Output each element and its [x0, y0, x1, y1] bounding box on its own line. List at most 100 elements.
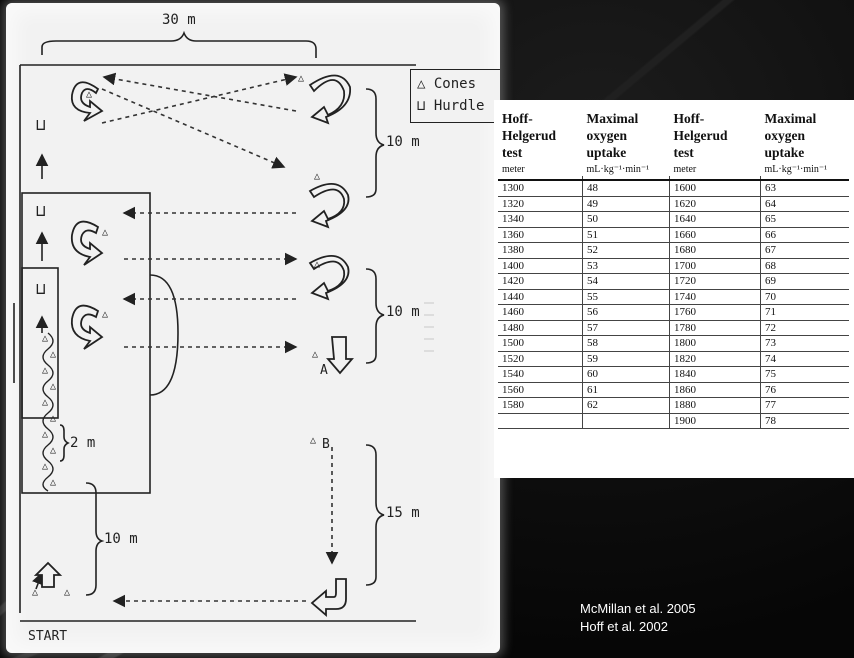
- table-cell: 1320: [498, 196, 583, 212]
- segment-10m-top-label: 10 m: [386, 134, 420, 150]
- column-header-unit: mL·kg⁻¹·min⁻¹: [764, 164, 828, 175]
- table-cell: 64: [760, 196, 849, 212]
- table-cell: 70: [760, 289, 849, 305]
- width-label: 30 m: [162, 12, 196, 28]
- start-label: START: [28, 629, 68, 644]
- cone-icon: △: [298, 73, 305, 84]
- legend-hurdle-label: Hurdle: [433, 98, 485, 114]
- table-cell: 63: [760, 180, 849, 197]
- column-header-unit: meter: [502, 164, 525, 175]
- cone-legend-icon: △: [417, 76, 426, 92]
- table-cell: 1860: [669, 382, 761, 398]
- table-cell: 1640: [669, 211, 761, 228]
- turn-arrow-right-2: [308, 183, 350, 229]
- cone-icon: △: [310, 435, 317, 446]
- turn-arrow-bottom: [310, 578, 347, 617]
- table-cell: 77: [760, 397, 849, 414]
- cone-icon: △: [32, 587, 39, 598]
- slalom-cone-icon: △: [50, 381, 57, 392]
- table-cell: 73: [760, 335, 849, 352]
- segment-15m-label: 15 m: [386, 505, 420, 521]
- references: McMillan et al. 2005 Hoff et al. 2002: [580, 600, 696, 636]
- table-cell: 1760: [669, 304, 761, 321]
- table-cell: 1680: [669, 242, 761, 259]
- column-header-unit: mL·kg⁻¹·min⁻¹: [586, 164, 650, 175]
- turn-curve: [149, 274, 179, 396]
- table-cell: 1700: [669, 258, 761, 274]
- table-cell: 68: [760, 258, 849, 274]
- hurdle-legend-icon: ⊔: [417, 98, 426, 114]
- slalom-cone-icon: △: [50, 445, 57, 456]
- segment-10m-bottom-label: 10 m: [104, 531, 138, 547]
- slalom-cone-icon: △: [42, 461, 49, 472]
- slalom-cone-icon: △: [42, 397, 49, 408]
- table-cell: 52: [582, 242, 670, 259]
- slalom-cone-icon: △: [50, 413, 57, 424]
- cone-icon: △: [314, 259, 321, 270]
- table-cell: 1780: [669, 320, 761, 336]
- column-header-title-line: uptake: [764, 145, 805, 160]
- turn-arrow-top-left: [70, 81, 104, 122]
- start-arrow: [33, 561, 63, 588]
- table-cell: 49: [582, 196, 670, 212]
- table-cell: 57: [582, 320, 670, 336]
- segment-2m-label: 2 m: [70, 435, 96, 451]
- table-cell: 1580: [498, 397, 583, 414]
- cone-icon: △: [64, 587, 71, 598]
- brace-15m: [365, 444, 385, 586]
- table-cell: 1360: [498, 227, 583, 243]
- turn-arrow-right-3: [308, 255, 350, 301]
- column-header-title-line: Maximal: [764, 111, 817, 126]
- table-cell: 48: [582, 180, 670, 197]
- table-cell: 1400: [498, 258, 583, 274]
- hurdle-icon: ⊔: [36, 279, 46, 298]
- table-cell: 50: [582, 211, 670, 228]
- table-cell: 1820: [669, 351, 761, 367]
- table-cell: 51: [582, 227, 670, 243]
- table-cell: 66: [760, 227, 849, 243]
- brace-10m-top: [365, 88, 385, 198]
- column-header-title-line: test: [502, 145, 523, 160]
- column-header-unit: meter: [673, 164, 697, 175]
- cone-icon: △: [86, 89, 93, 100]
- table-cell: 1440: [498, 289, 583, 305]
- column-header-title-line: uptake: [586, 145, 627, 160]
- slalom-cone-icon: △: [42, 429, 49, 440]
- table-cell: 71: [760, 304, 849, 321]
- table-cell: 74: [760, 351, 849, 367]
- hurdle-icon: ⊔: [36, 201, 46, 220]
- table-cell: 75: [760, 366, 849, 383]
- table-cell: 56: [582, 304, 670, 321]
- course-diagram-drawing: [13, 30, 416, 622]
- width-brace: [41, 30, 317, 58]
- table-cell: 1300: [498, 180, 583, 197]
- table-cell: 1800: [669, 335, 761, 352]
- column-header-title-line: Helgerud: [673, 128, 728, 143]
- brace-10m-bottom: [85, 482, 105, 596]
- table-cell: 1420: [498, 273, 583, 290]
- slalom-cone-icon: △: [42, 333, 49, 344]
- table-cell: 65: [760, 211, 849, 228]
- turn-arrow-a: [326, 336, 354, 375]
- table-cell: 60: [582, 366, 670, 383]
- turn-arrow-left-3: [70, 304, 104, 350]
- table-cell: 72: [760, 320, 849, 336]
- table-cell: [498, 413, 583, 429]
- table-cell: 1620: [669, 196, 761, 212]
- table-cell: 78: [760, 413, 849, 429]
- column-header-title-line: oxygen: [586, 128, 628, 143]
- tick-marks: [424, 302, 434, 352]
